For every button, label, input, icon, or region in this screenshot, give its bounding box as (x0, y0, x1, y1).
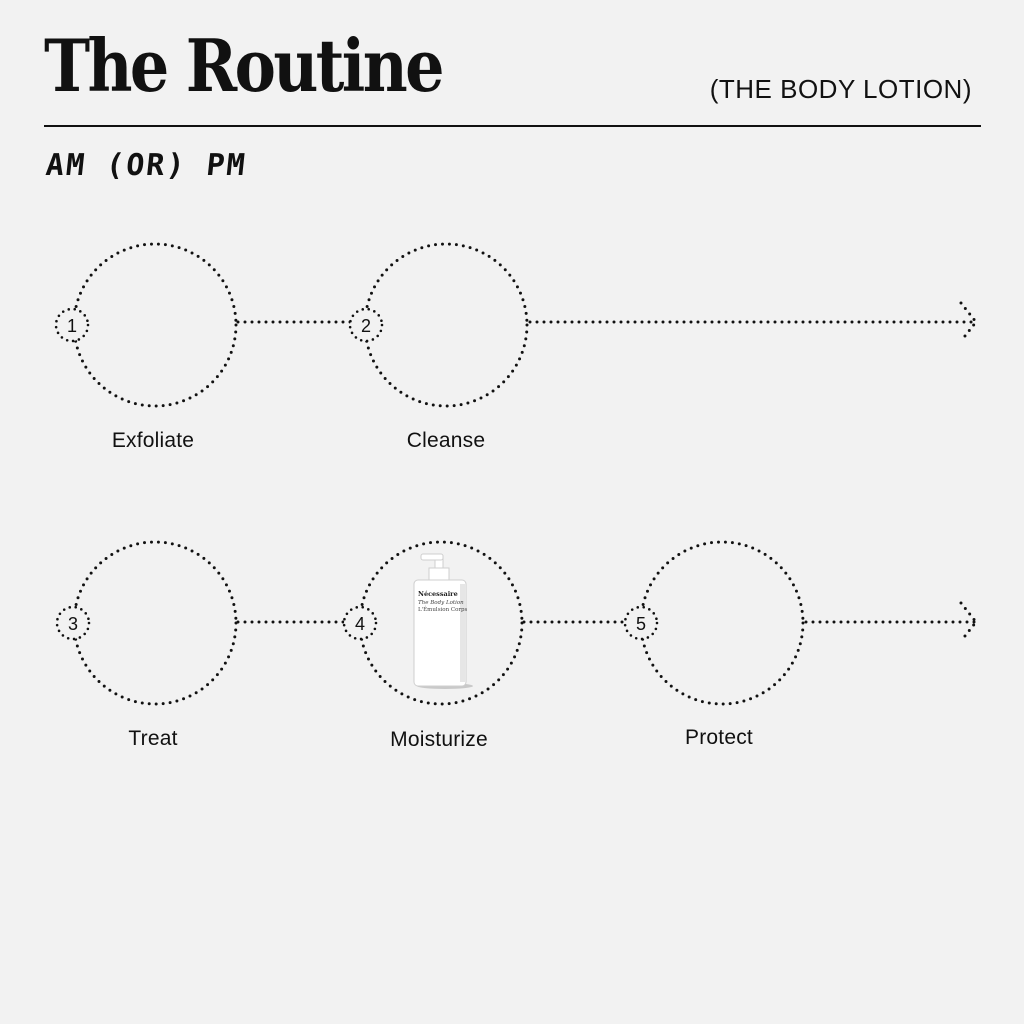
step-badge-3: 3 (55, 605, 91, 641)
step-circle-5 (639, 540, 805, 706)
step-circle-4 (358, 540, 524, 706)
step-label-moisturize: Moisturize (390, 728, 488, 751)
svg-text:3: 3 (68, 614, 78, 634)
step-circle-3 (72, 540, 238, 706)
header-divider (44, 125, 981, 127)
svg-text:4: 4 (355, 614, 365, 634)
svg-text:Nécessaire: Nécessaire (418, 590, 458, 598)
arrow-head-icon (959, 301, 978, 343)
step-label-cleanse: Cleanse (406, 429, 486, 452)
svg-text:L'Émulsion Corps: L'Émulsion Corps (418, 605, 468, 613)
step-circle-2 (363, 242, 529, 408)
step-circle-1 (72, 242, 238, 408)
svg-text:1: 1 (67, 316, 77, 336)
step-badge-1: 1 (54, 307, 90, 343)
step-label-exfoliate: Exfoliate (111, 429, 195, 452)
svg-text:2: 2 (361, 316, 371, 336)
arrow-head-icon (959, 601, 978, 643)
step-badge-5: 5 (623, 605, 659, 641)
step-label-treat: Treat (128, 727, 178, 750)
product-subtitle: (THE BODY LOTION) (709, 74, 972, 104)
step-badge-2: 2 (348, 307, 384, 343)
svg-text:5: 5 (636, 614, 646, 634)
step-badge-4: 4 (342, 605, 378, 641)
svg-text:The Body Lotion: The Body Lotion (418, 600, 464, 606)
page-title: The Routine (44, 23, 445, 108)
lotion-bottle-icon: Nécessaire The Body Lotion L'Émulsion Co… (413, 553, 473, 689)
step-label-protect: Protect (685, 726, 753, 749)
